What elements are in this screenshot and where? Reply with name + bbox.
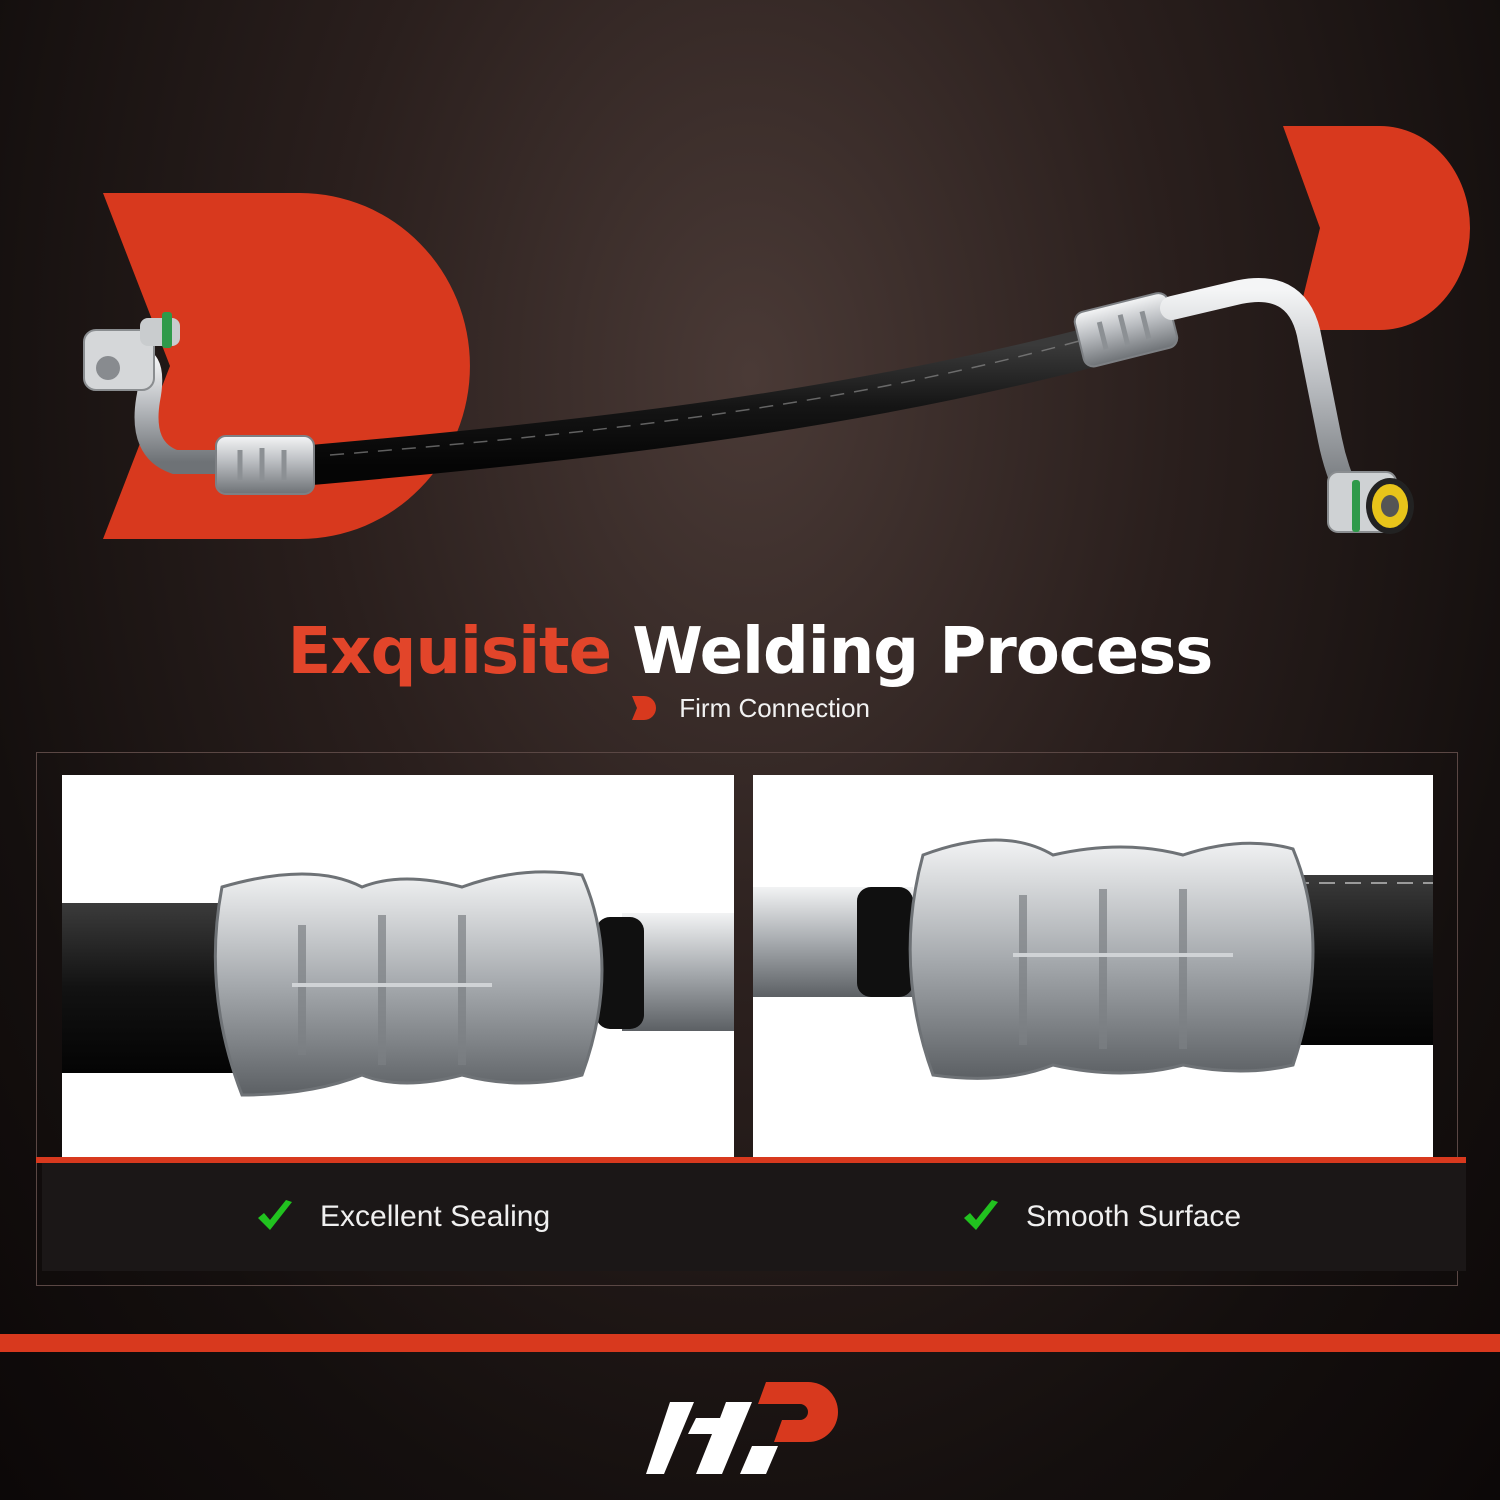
- subheadline-text: Firm Connection: [679, 693, 870, 724]
- feature-item: Smooth Surface: [960, 1163, 1241, 1271]
- comparison-frame: [36, 752, 1458, 1286]
- feature-label: Excellent Sealing: [320, 1200, 551, 1233]
- footer-red-line: [0, 1334, 1500, 1352]
- closeup-image-left: [62, 775, 734, 1157]
- headline: Exquisite Welding Process: [0, 612, 1500, 692]
- feature-label: Smooth Surface: [1026, 1200, 1242, 1233]
- headline-accent: Exquisite: [287, 615, 612, 689]
- headline-main: Welding Process: [632, 615, 1213, 689]
- brand-logo-icon: [646, 1382, 838, 1474]
- green-checkmark-icon: [964, 1200, 998, 1230]
- feature-item: Excellent Sealing: [254, 1163, 550, 1271]
- subheadline: Firm Connection: [0, 688, 1500, 726]
- caption-divider-line: [36, 1157, 1466, 1163]
- hero-product-image: [83, 126, 1470, 539]
- green-checkmark-icon: [258, 1200, 292, 1230]
- closeup-image-right: [753, 775, 1433, 1157]
- red-d-shape-right: [1283, 126, 1470, 330]
- brand-d-icon: [632, 696, 657, 721]
